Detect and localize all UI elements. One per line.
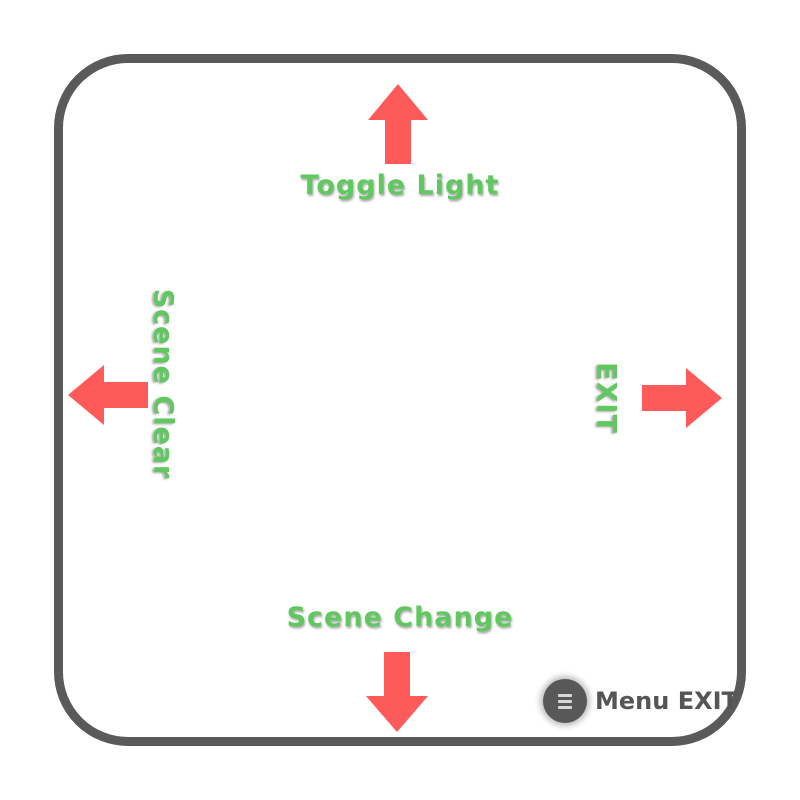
scene-clear-label[interactable]: Scene Clear (147, 288, 179, 480)
toggle-light-label[interactable]: Toggle Light (300, 170, 500, 201)
scene-change-label[interactable]: Scene Change (286, 602, 514, 633)
exit-label[interactable]: EXIT (590, 362, 622, 434)
arrow-up-icon[interactable] (368, 84, 428, 164)
arrow-left-icon[interactable] (68, 365, 148, 425)
arrow-down-icon[interactable] (366, 652, 428, 732)
menu-exit-label[interactable]: Menu EXIT (595, 687, 738, 715)
gesture-panel-frame (54, 54, 746, 746)
arrow-right-icon[interactable] (642, 368, 722, 428)
hamburger-menu-icon[interactable] (543, 679, 587, 723)
menu-exit-button[interactable]: Menu EXIT (543, 679, 738, 723)
